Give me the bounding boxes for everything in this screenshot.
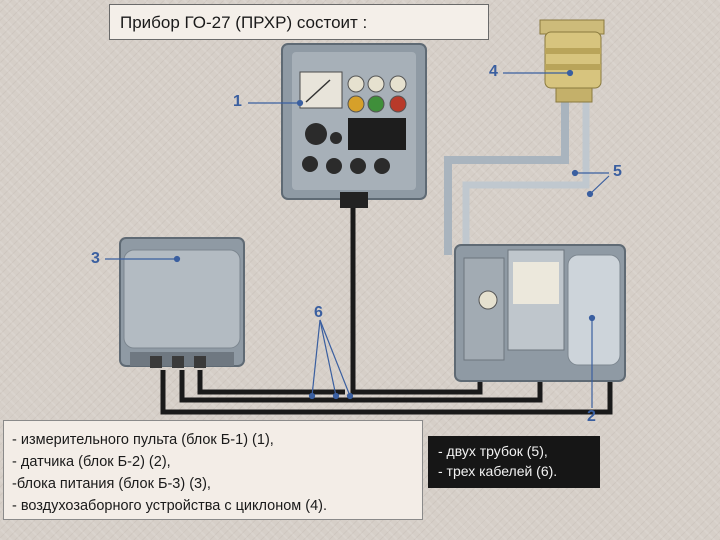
block-b1-console: [282, 44, 426, 208]
connections-list: - двух трубок (5), - трех кабелей (6).: [428, 436, 600, 488]
page-title: Прибор ГО-27 (ПРХР) состоит :: [109, 4, 489, 40]
air-intake-cyclone: [540, 20, 604, 102]
connection-item: - трех кабелей (6).: [438, 461, 590, 481]
component-item: -блока питания (блок Б-3) (3),: [12, 473, 414, 495]
label-4: 4: [489, 63, 498, 81]
components-list: - измерительного пульта (блок Б-1) (1), …: [3, 420, 423, 520]
label-3: 3: [91, 250, 100, 268]
component-item: - воздухозаборного устройства с циклоном…: [12, 495, 414, 517]
title-text: Прибор ГО-27 (ПРХР) состоит :: [120, 13, 367, 32]
label-6: 6: [314, 304, 323, 322]
label-1: 1: [233, 93, 242, 111]
component-item: - измерительного пульта (блок Б-1) (1),: [12, 429, 414, 451]
connection-item: - двух трубок (5),: [438, 441, 590, 461]
label-2: 2: [587, 408, 596, 426]
block-b2-sensor: [455, 245, 625, 381]
air-tubes: [448, 100, 586, 255]
block-b3-power: [120, 238, 244, 368]
label-5: 5: [613, 163, 622, 181]
component-item: - датчика (блок Б-2) (2),: [12, 451, 414, 473]
